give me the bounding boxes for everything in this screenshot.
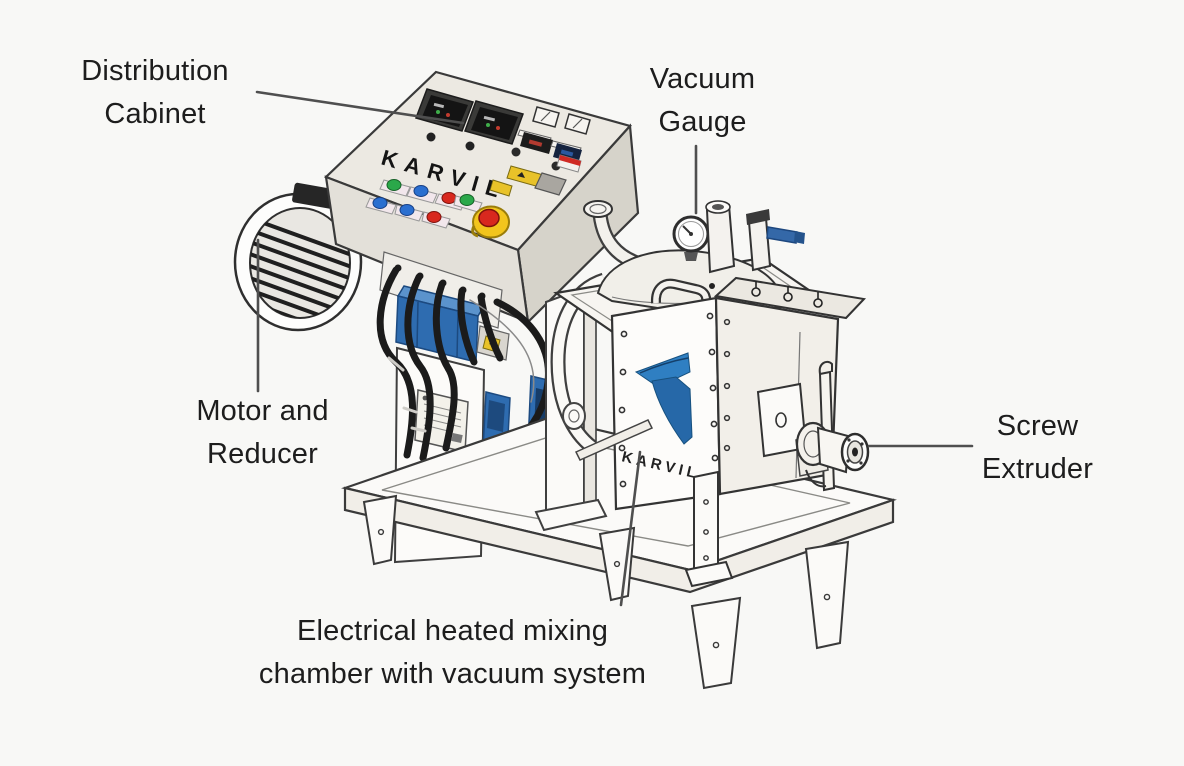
label-distribution-cabinet: Distribution Cabinet bbox=[40, 50, 270, 136]
panel-buttons-icon bbox=[365, 179, 483, 229]
vacuum-valve-icon bbox=[705, 200, 805, 274]
leader-line-distribution-cabinet bbox=[255, 90, 465, 125]
label-line: Extruder bbox=[981, 453, 1094, 485]
leader-line-mixing-chamber bbox=[619, 450, 642, 607]
vfd-screen-icon bbox=[415, 88, 524, 151]
label-vacuum-gauge: Vacuum Gauge bbox=[625, 58, 780, 144]
label-line: Electrical heated mixing bbox=[296, 615, 609, 647]
brand-logo bbox=[634, 352, 693, 445]
emergency-stop-icon bbox=[471, 205, 510, 239]
label-line: Screw bbox=[996, 410, 1079, 442]
cabinet-handle-icon bbox=[534, 172, 567, 196]
label-line: Distribution bbox=[81, 55, 229, 87]
motor-graphic bbox=[233, 182, 363, 332]
label-motor-reducer: Motor and Reducer bbox=[170, 390, 355, 476]
vacuum-gauge-graphic bbox=[672, 215, 710, 261]
label-line: Gauge bbox=[658, 106, 747, 138]
label-line: Reducer bbox=[206, 438, 318, 470]
extruder-nozzle-icon bbox=[840, 432, 870, 472]
label-line: Vacuum bbox=[649, 63, 756, 95]
label-line: chamber with vacuum system bbox=[258, 658, 647, 690]
label-screw-extruder: Screw Extruder bbox=[950, 405, 1125, 491]
label-mixing-chamber: Electrical heated mixing chamber with va… bbox=[195, 610, 710, 696]
label-line: Cabinet bbox=[104, 98, 206, 130]
mixing-chamber-graphic: KARVIL bbox=[553, 200, 867, 588]
screw-extruder-graphic bbox=[756, 360, 870, 492]
label-line: Motor and bbox=[196, 395, 329, 427]
